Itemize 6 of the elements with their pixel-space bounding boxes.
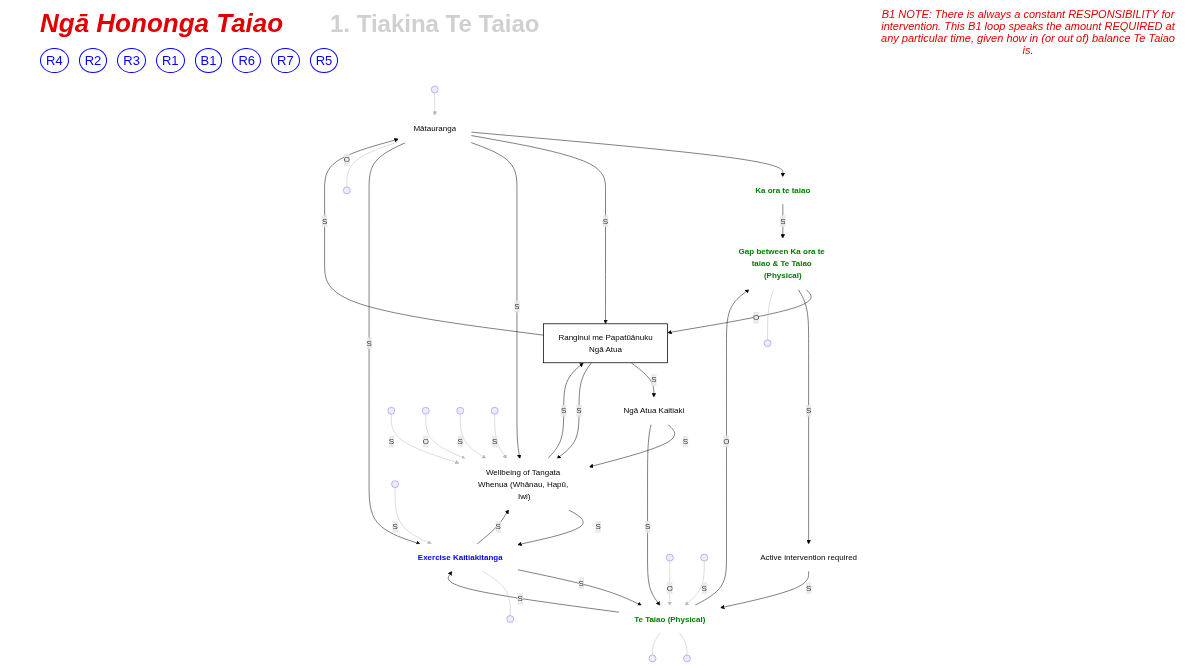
connector <box>346 141 399 188</box>
connector <box>678 632 688 656</box>
diagram-title: Ngā Hononga Taiao <box>40 8 284 39</box>
connector <box>767 289 774 341</box>
note-text: B1 NOTE: There is always a constant RESPONSIBILITY for intervention. This B1 loop speaks the amount REQUIRED at any particular time, given how in (or out of) balance Te Taiao is. <box>880 8 1176 56</box>
connector <box>652 632 661 656</box>
